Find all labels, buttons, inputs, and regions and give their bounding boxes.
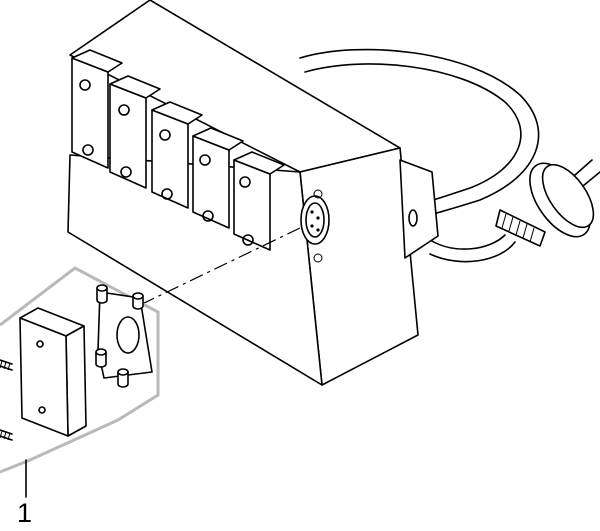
screw-lower (0, 429, 13, 441)
connector-bracket (95, 284, 153, 388)
housing (67, 0, 439, 386)
assembly-line (139, 227, 301, 306)
module-5 (233, 151, 285, 251)
mains-plug (495, 159, 600, 247)
parts-group-outline (0, 266, 160, 474)
module-3 (151, 101, 203, 209)
power-cable (299, 48, 540, 263)
module-1 (71, 49, 123, 169)
module-2 (109, 75, 161, 189)
cover-cap (19, 307, 87, 437)
module-4 (192, 127, 244, 229)
screw-upper (0, 359, 13, 371)
callout-number: 1 (17, 498, 33, 528)
